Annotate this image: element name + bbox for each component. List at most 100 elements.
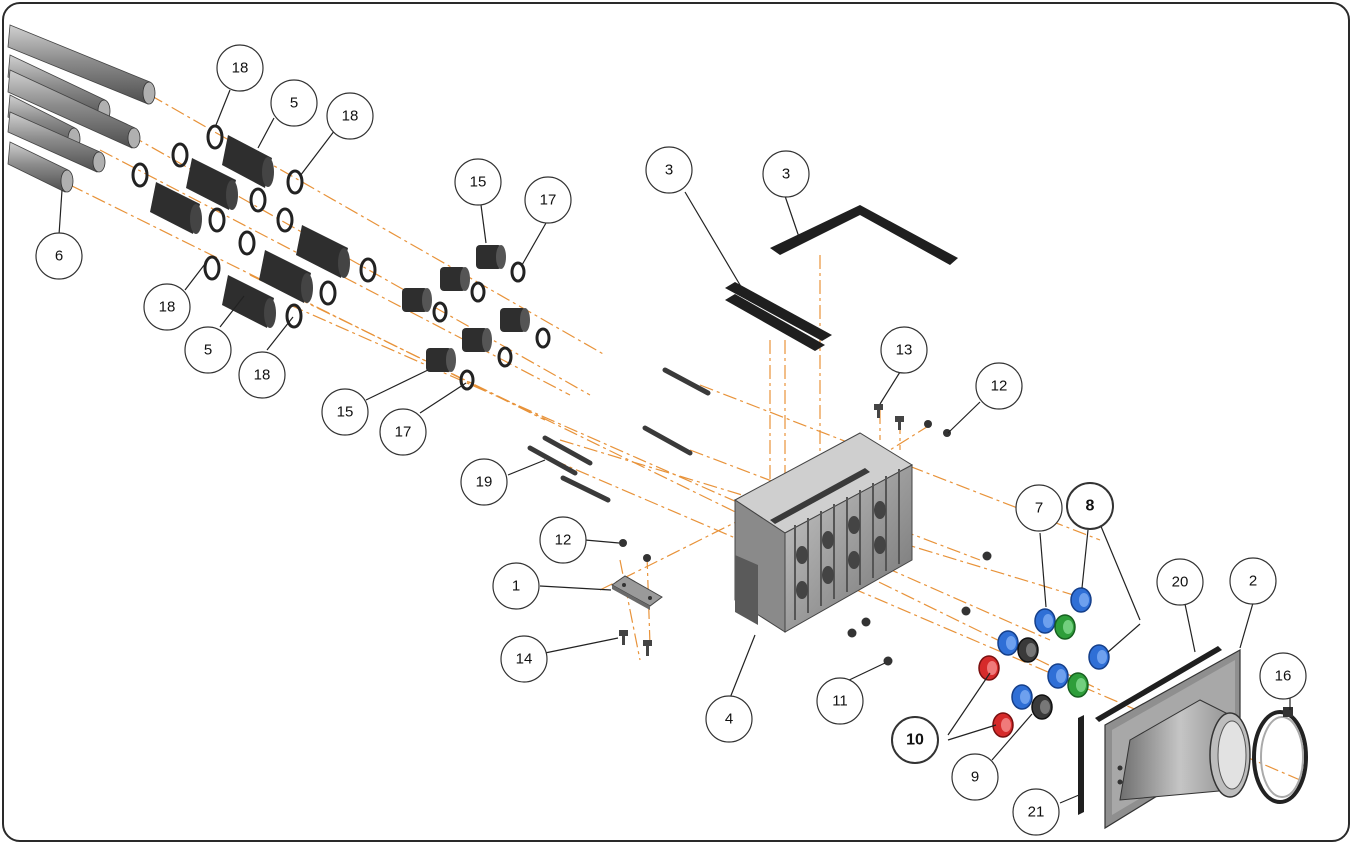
rubber-coupling: [426, 348, 456, 372]
leader-lines: [69, 94, 1301, 781]
plug-cap-blue: [1034, 608, 1056, 634]
callout-18: 18: [238, 351, 286, 399]
bolt: [542, 435, 593, 466]
callout-13: 13: [880, 326, 928, 374]
callout-3: 3: [645, 146, 693, 194]
hose-clamp: [285, 303, 303, 329]
callout-label: 18: [342, 108, 359, 125]
screw: [643, 640, 652, 656]
callout-label: 10: [906, 732, 924, 749]
callout-8: 8: [1066, 482, 1114, 530]
hose-clamp: [497, 346, 513, 368]
rubber-coupling: [476, 245, 506, 269]
callout-label: 21: [1028, 804, 1045, 821]
callout-label: 1: [512, 578, 520, 595]
callout-15: 15: [321, 388, 369, 436]
rubber-coupling: [186, 158, 238, 210]
callout-10: 10: [891, 716, 939, 764]
pipe: [7, 24, 156, 105]
callout-19: 19: [460, 458, 508, 506]
rubber-coupling: [402, 288, 432, 312]
hose-clamp: [459, 369, 475, 391]
nut: [643, 554, 651, 562]
callout-17: 17: [524, 176, 572, 224]
callout-15: 15: [454, 158, 502, 206]
callout-7: 7: [1015, 484, 1063, 532]
rubber-coupling: [296, 225, 350, 278]
plug-cap-red: [978, 655, 1000, 681]
callout-label: 3: [782, 166, 790, 183]
callout-label: 20: [1172, 574, 1189, 591]
callout-label: 12: [991, 378, 1008, 395]
hose-clamp: [286, 169, 304, 195]
nut: [847, 628, 857, 638]
callout-label: 13: [896, 342, 913, 359]
hose-clamp: [208, 207, 226, 233]
hose-clamp-group: [131, 124, 551, 391]
gasket-strip: [725, 294, 825, 351]
callout-label: 7: [1035, 500, 1043, 517]
plug-cap-black: [1031, 694, 1053, 720]
nut: [924, 420, 932, 428]
hose-clamp: [359, 257, 377, 283]
rubber-coupling: [259, 250, 313, 303]
callout-label: 3: [665, 162, 673, 179]
gasket-strip-group: [725, 205, 958, 351]
callout-18: 18: [143, 283, 191, 331]
plug-cap-red: [992, 712, 1014, 738]
pipe: [7, 69, 141, 149]
callout-18: 18: [216, 44, 264, 92]
rubber-coupling: [150, 182, 202, 234]
rubber-coupling: [462, 328, 492, 352]
callout-4: 4: [705, 695, 753, 743]
hose-clamp: [276, 207, 294, 233]
callout-label: 17: [540, 192, 557, 209]
callout-pointers: [58, 89, 1291, 804]
plug-cap-black: [1017, 637, 1039, 663]
callout-6: 6: [35, 232, 83, 280]
plug-cap-blue: [1070, 587, 1092, 613]
hose-clamp: [206, 124, 224, 150]
nut: [943, 429, 951, 437]
screw: [895, 416, 904, 430]
callout-5: 5: [184, 326, 232, 374]
rubber-coupling: [222, 275, 276, 328]
pipe: [7, 111, 106, 173]
nut: [619, 539, 627, 547]
nut: [883, 656, 893, 666]
callout-label: 9: [971, 769, 979, 786]
plug-cap-blue: [1088, 644, 1110, 670]
hose-clamp: [131, 162, 149, 188]
callout-label: 4: [725, 711, 733, 728]
housing-ports: [796, 501, 886, 599]
callout-label: 19: [476, 474, 493, 491]
nut: [961, 606, 971, 616]
hose-clamp: [238, 230, 256, 256]
plug-cap-group: [978, 587, 1110, 738]
seal-strip: [1078, 715, 1084, 815]
outlet-adapter: [1104, 648, 1251, 830]
callout-label: 8: [1086, 498, 1095, 515]
plug-cap-blue: [997, 630, 1019, 656]
callout-label: 6: [55, 248, 63, 265]
callout-17: 17: [379, 408, 427, 456]
screw: [874, 404, 883, 418]
callout-label: 12: [555, 532, 572, 549]
plug-cap-blue: [1047, 663, 1069, 689]
bolt: [527, 445, 578, 476]
callout-label: 14: [516, 651, 533, 668]
callout-11: 11: [816, 677, 864, 725]
callout-3: 3: [762, 150, 810, 198]
rubber-coupling: [440, 267, 470, 291]
bolt: [662, 367, 711, 396]
callout-label: 15: [337, 404, 354, 421]
callout-14: 14: [500, 635, 548, 683]
hose-clamp: [319, 280, 337, 306]
plug-cap-green: [1054, 614, 1076, 640]
callout-21: 21: [1012, 788, 1060, 836]
manifold-housing: [734, 432, 914, 633]
callout-12: 12: [539, 516, 587, 564]
nut: [982, 551, 992, 561]
screw: [619, 630, 628, 645]
